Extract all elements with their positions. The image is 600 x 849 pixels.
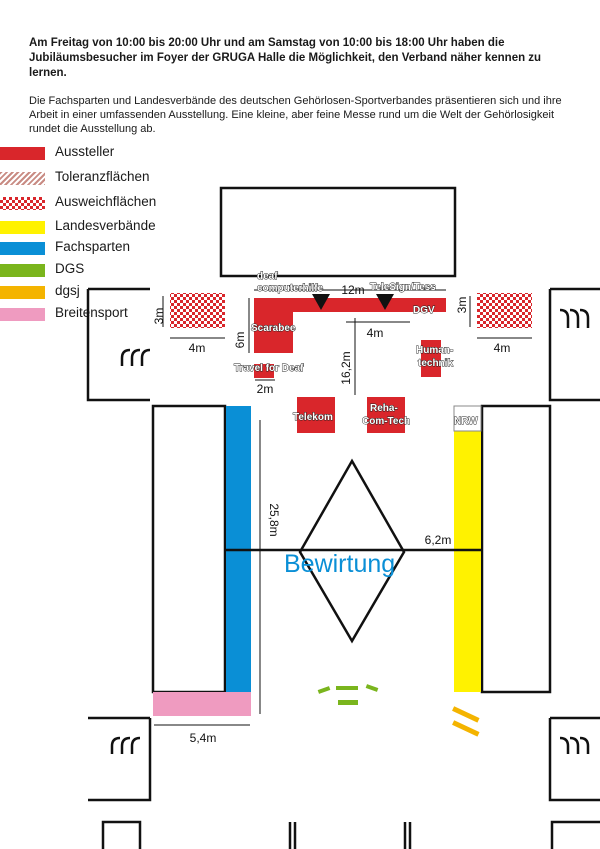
stand-humantechnik xyxy=(421,340,441,377)
breitensport-strip xyxy=(153,692,251,716)
right-column xyxy=(480,404,552,694)
left-wall xyxy=(86,287,151,402)
dim-right-width: 4m xyxy=(494,341,511,355)
legend-swatch-landesverbaende xyxy=(0,221,45,234)
label-humantechnik-2: technik xyxy=(418,358,453,369)
label-travel: Travel for Deaf xyxy=(234,363,304,374)
dgsj-marks xyxy=(452,706,480,737)
dim-top-row: 12m xyxy=(341,283,364,297)
label-telesign: TeleSign/Tess xyxy=(370,282,436,293)
dim-right-height: 3m xyxy=(455,297,469,314)
intro-text: Am Freitag von 10:00 bis 20:00 Uhr und a… xyxy=(29,37,542,79)
bottom-right-wall xyxy=(548,716,600,802)
legend-label-fachsparten: Fachsparten xyxy=(55,239,131,254)
legend-label-aussteller: Aussteller xyxy=(55,144,115,159)
dim-scarabee: 6m xyxy=(233,332,247,349)
arrow-computerhilfe xyxy=(312,294,330,310)
bewirtung-label: Bewirtung xyxy=(284,550,395,578)
dim-hall-length: 25,8m xyxy=(267,503,281,536)
label-humantechnik-1: Human- xyxy=(416,345,453,356)
label-scarabee: Scarabee xyxy=(251,323,296,334)
legend-swatch-toleranzflaechen xyxy=(0,172,45,185)
legend-swatch-dgsj xyxy=(0,286,45,299)
legend-label-toleranzflaechen: Toleranzflächen xyxy=(55,169,150,184)
legend-label-breitensport: Breitensport xyxy=(55,305,128,320)
legend-swatch-dgs xyxy=(0,264,45,277)
legend-swatch-breitensport xyxy=(0,308,45,321)
bottom-left-wall xyxy=(88,716,152,802)
dim-breitensport: 5,4m xyxy=(190,731,217,745)
dgs-marks xyxy=(317,684,379,705)
dim-left-width: 4m xyxy=(189,341,206,355)
left-column xyxy=(151,404,227,694)
label-computerhilfe: computerhilfe xyxy=(257,283,324,294)
nrw-box xyxy=(453,405,482,432)
stand-top-row xyxy=(254,298,446,312)
bewirtung-diamond xyxy=(298,458,406,644)
landesverbaende-strip xyxy=(454,431,481,692)
arrow-telesign xyxy=(376,294,394,310)
legend-swatch-ausweichflaechen xyxy=(0,197,45,210)
legend-label-ausweichflaechen: Ausweichflächen xyxy=(55,194,157,209)
label-deaf: deaf xyxy=(257,271,278,282)
stand-travel xyxy=(254,364,274,378)
label-reha-2: Com-Tech xyxy=(362,416,410,427)
label-dgv: DGV xyxy=(413,305,435,316)
legend-label-dgsj: dgsj xyxy=(55,283,80,298)
left-ausweich-area xyxy=(170,293,225,328)
dim-hall-width: 6,2m xyxy=(425,533,452,547)
exhibitor-stands xyxy=(254,298,446,433)
stand-scarabee xyxy=(254,298,293,353)
stage-box xyxy=(219,186,457,278)
label-nrw: NRW xyxy=(454,416,478,427)
legend-label-dgs: DGS xyxy=(55,261,85,276)
legend-label-landesverbaende: Landesverbände xyxy=(55,218,156,233)
dim-dgv: 4m xyxy=(367,326,384,340)
stand-telekom xyxy=(297,397,335,433)
legend-swatch-aussteller xyxy=(0,147,45,160)
right-wall xyxy=(548,287,600,402)
right-ausweich-area xyxy=(477,293,532,328)
bottom-boxes xyxy=(101,820,600,849)
label-reha-1: Reha- xyxy=(370,403,398,414)
description-text: Die Fachsparten und Landesverbände des d… xyxy=(29,95,562,135)
stand-reha xyxy=(367,397,405,433)
legend-swatch-fachsparten xyxy=(0,242,45,255)
dim-center-depth: 16,2m xyxy=(339,351,353,384)
dim-travel: 2m xyxy=(257,382,274,396)
dim-left-height: 3m xyxy=(152,308,166,325)
label-telekom: Telekom xyxy=(293,412,333,423)
